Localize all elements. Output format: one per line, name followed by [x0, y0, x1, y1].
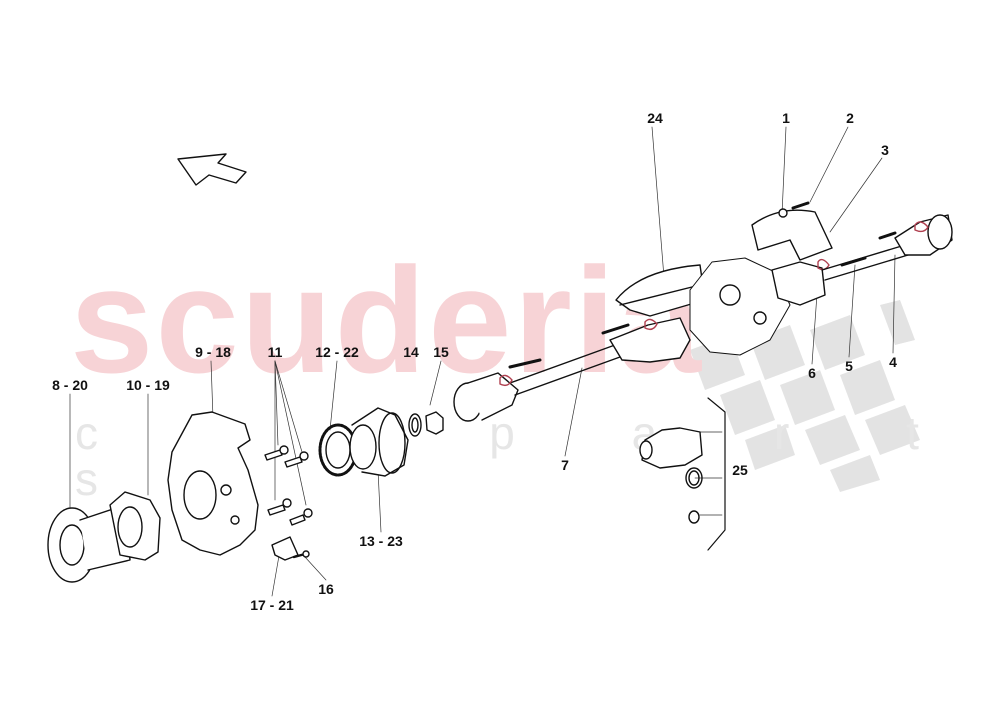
callout-3: 3	[881, 142, 889, 158]
callout-25: 25	[732, 462, 748, 478]
watermark-brand: scuderia	[70, 236, 703, 404]
callout-24: 24	[647, 110, 663, 126]
callout-11: 11	[267, 344, 283, 360]
callout-2: 2	[846, 110, 854, 126]
callout-14: 14	[403, 344, 419, 360]
arrow-up-left-icon	[177, 153, 247, 186]
callout-8-20: 8 - 20	[52, 377, 88, 393]
callout-15: 15	[433, 344, 449, 360]
callout-16: 16	[318, 581, 334, 597]
callout-10-19: 10 - 19	[126, 377, 170, 393]
callout-7: 7	[561, 457, 569, 473]
callout-13-23: 13 - 23	[359, 533, 403, 549]
callout-1: 1	[782, 110, 790, 126]
callout-4: 4	[889, 354, 897, 370]
callout-6: 6	[808, 365, 816, 381]
callout-5: 5	[845, 358, 853, 374]
callout-12-22: 12 - 22	[315, 344, 359, 360]
callout-9-18: 9 - 18	[195, 344, 231, 360]
callout-17-21: 17 - 21	[250, 597, 294, 613]
